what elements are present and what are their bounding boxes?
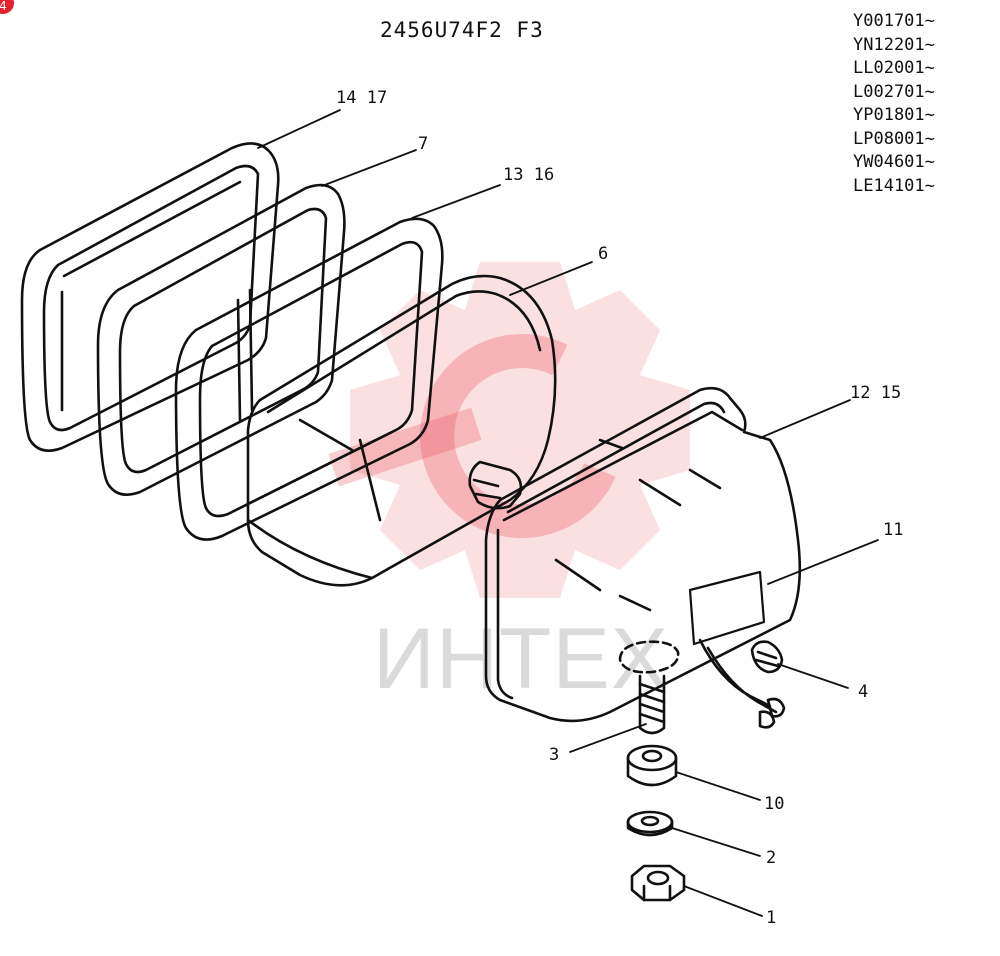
drawing-code: 2456U74F2 F3 xyxy=(380,18,544,42)
gasket-7 xyxy=(96,183,346,496)
callout-13-16: 13 16 xyxy=(503,165,555,185)
serial-number: L002701~ xyxy=(853,81,935,102)
callout-2: 2 xyxy=(766,848,777,868)
callout-12-15: 12 15 xyxy=(850,383,902,403)
serial-number: YP01801~ xyxy=(853,105,935,125)
gasket-13-16 xyxy=(174,217,444,541)
callout-1: 1 xyxy=(766,908,777,928)
callout-10: 10 xyxy=(764,794,785,814)
callout-14-17: 14 17 xyxy=(336,88,388,108)
callout-4: 4 xyxy=(858,682,869,702)
serial-number: YW04601~ xyxy=(853,152,935,172)
sealed-beam-6 xyxy=(246,274,557,587)
nut-1 xyxy=(630,864,686,902)
serial-number: LE14101~ xyxy=(853,175,935,196)
spacer-10 xyxy=(626,744,678,787)
callout-7: 7 xyxy=(418,134,429,154)
callout-3: 3 xyxy=(549,745,560,765)
serial-number: LL02001~ xyxy=(853,58,935,78)
housing-12-15 xyxy=(484,386,802,729)
serial-number-list: Y001701~ YN12201~ LL02001~ L002701~ YP01… xyxy=(853,10,993,198)
bolt-3 xyxy=(638,674,666,735)
callout-6: 6 xyxy=(598,244,609,264)
grommet-4 xyxy=(750,640,784,674)
leader-lines xyxy=(257,109,879,917)
page-badge: 4 xyxy=(0,0,14,14)
serial-number: Y001701~ xyxy=(853,11,935,31)
callout-11: 11 xyxy=(883,520,904,540)
serial-number: LP08001~ xyxy=(853,128,935,149)
washer-2 xyxy=(626,810,674,837)
gasket-14-17 xyxy=(20,142,280,452)
serial-number: YN12201~ xyxy=(853,34,935,55)
